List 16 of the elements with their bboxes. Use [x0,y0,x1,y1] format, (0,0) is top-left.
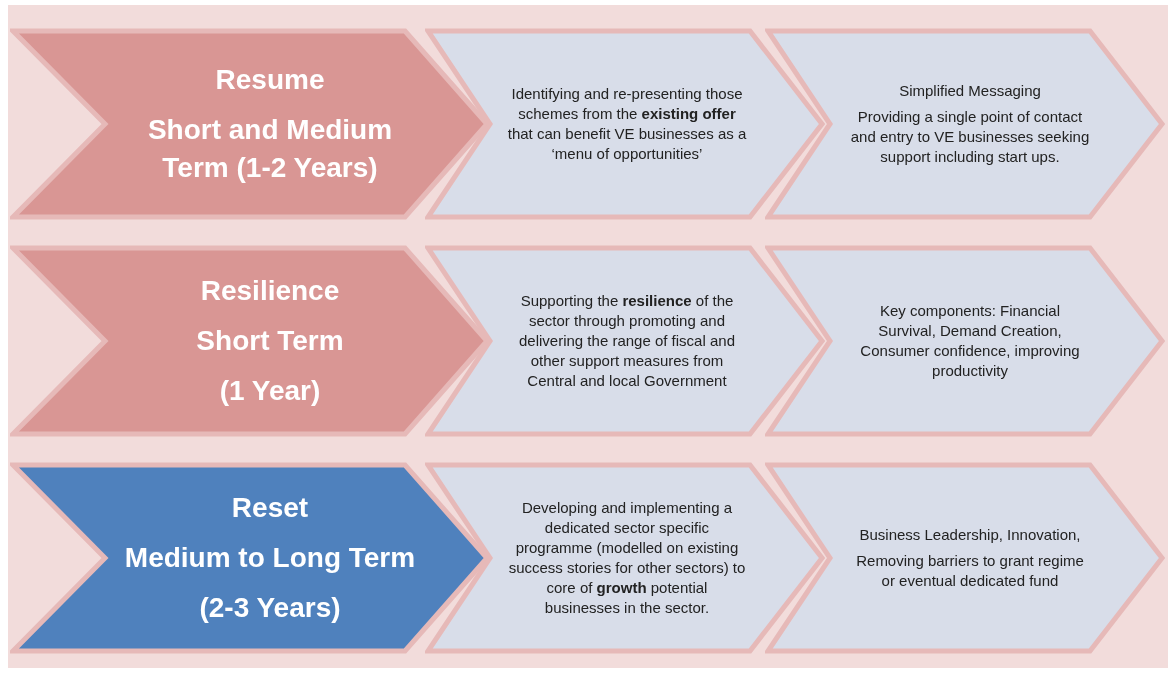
stage-title: Resume [215,63,325,97]
description-text: Supporting the resilience of the sector through promoting and delivering the range of fiscal and other support measures from Central and local Government [518,291,736,391]
timeframe-text: (1 Year) [219,374,321,408]
stage-title: Resilience [200,274,340,308]
description-text: Removing barriers to grant regime or eventual dedicated fund [855,551,1085,591]
timeframe-text: Medium to Long Term [124,541,416,575]
description-text: Developing and implementing a dedicated sector specific programme (modelled on existing success stories for other sectors) to core of growth potential businesses in the sector. [507,498,747,618]
timeframe-text: (2-3 Years) [199,591,341,625]
heading-text: Simplified Messaging [899,81,1041,101]
description-text: Identifying and re-presenting those schemes from the existing offer that can benefit VE businesses as a ‘menu of opportunities’ [507,84,747,164]
stage-title: Reset [231,491,309,525]
description-text: Providing a single point of contact and entry to VE businesses seeking support including start ups. [850,107,1090,167]
timeframe-text: Short and Medium Term (1-2 Years) [146,113,394,185]
heading-text: Business Leadership, Innovation, [859,525,1081,545]
timeframe-text: Short Term [196,324,344,358]
description-text: Key components: Financial Survival, Demand Creation, Consumer confidence, improving productivity [859,301,1081,381]
